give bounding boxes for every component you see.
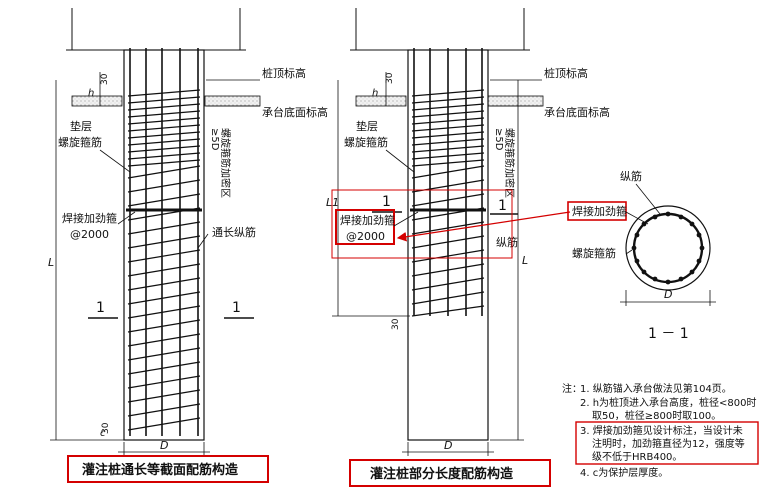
pile-body: [123, 49, 205, 441]
caption-box-left: [67, 455, 269, 483]
dim-h-mid: h: [372, 88, 378, 99]
section-mark-left: 1: [96, 300, 105, 316]
spiral-label-mid: 螺旋箍筋: [344, 135, 388, 149]
section-mark-mid-left: 1: [382, 194, 391, 210]
section-mark-mid-right: 1: [498, 198, 507, 214]
cushion-label-left: 垫层: [70, 119, 92, 133]
note-4: 4. c为保护层厚度。: [580, 466, 668, 479]
section-title: 1 － 1: [648, 326, 689, 342]
caption-mid: 灌注桩部分长度配筋构造: [370, 466, 514, 482]
note-2a: 2. h为桩顶进入承台高度，桩径<800时: [580, 396, 757, 409]
ring-label-mid: 焊接加劲箍: [340, 213, 395, 227]
cushion-layer-right: [204, 95, 261, 107]
dim-D-mid: D: [444, 439, 452, 452]
section-mark-left-2: 1: [232, 300, 241, 316]
section-ring-label: 焊接加劲箍: [572, 204, 627, 218]
long-bar-label-left: 通长纵筋: [212, 225, 256, 239]
cushion-layer-mid-left: [355, 95, 407, 107]
spiral-dense-label-mid: 螺旋箍筋加密区: [503, 128, 516, 198]
section-ring-box: [567, 201, 627, 221]
cap-bottom-elev-mid: 承台底面标高: [544, 105, 610, 119]
left-drawing: L h 30 桩顶标高 承台底面标高 垫层 螺旋箍筋 螺旋箍筋加密区 ≥5D 焊…: [48, 8, 328, 456]
caption-box-mid: [349, 459, 551, 487]
spiral-label-left: 螺旋箍筋: [58, 135, 102, 149]
dim-bottom30-mid: 30: [391, 318, 401, 330]
dense-min-left: ≥5D: [209, 128, 220, 151]
dim-h-left: h: [88, 88, 94, 99]
spiral-normal-mid: [411, 165, 485, 317]
note-2b: 取50，桩径≥800时取100。: [592, 409, 721, 422]
dense-min-mid: ≥5D: [493, 128, 504, 151]
cushion-layer-mid-right: [487, 95, 544, 107]
long-bar-label-mid: 纵筋: [496, 235, 518, 249]
section-bars: [631, 211, 705, 285]
section-spiral-label: 螺旋箍筋: [572, 246, 616, 260]
cap-bottom-elev-left: 承台底面标高: [262, 105, 328, 119]
ring-highlight-zone: [331, 189, 513, 259]
spiral-dense-mid: [411, 89, 485, 167]
middle-drawing: L1 L h 30 桩顶标高 承台底面标高 垫层 螺旋箍筋 螺旋箍筋加密区 ≥5…: [326, 8, 610, 456]
note-3b: 注明时，加劲箍直径为12，强度等: [592, 437, 745, 450]
spiral-dense-label-left: 螺旋箍筋加密区: [219, 128, 232, 198]
dim-L1-mid: L1: [326, 196, 339, 209]
caption-left: 灌注桩通长等截面配筋构造: [82, 462, 239, 478]
dim-D-left: D: [160, 439, 168, 452]
dim-30-left: 30: [100, 73, 110, 85]
cushion-label-mid: 垫层: [356, 119, 378, 133]
pile-top-elev-left: 桩顶标高: [262, 66, 306, 80]
callout-arrow: [396, 211, 571, 242]
ring-callout-box: [335, 209, 395, 245]
dim-c30-left: 30: [101, 422, 111, 434]
note-1: 1. 纵筋锚入承台做法见第104页。: [580, 382, 732, 395]
note-3c: 级不低于HRB400。: [592, 450, 682, 463]
spiral-dense: [127, 89, 201, 167]
cushion-layer-left: [71, 95, 123, 107]
ring-spacing-mid: @2000: [346, 230, 385, 243]
pile-top-elev-mid: 桩顶标高: [544, 66, 588, 80]
dim-30-mid: 30: [385, 72, 395, 84]
section-1-1: 纵筋 焊接加劲箍 螺旋箍筋 D 1 － 1: [567, 169, 716, 342]
ring-label-left: 焊接加劲箍: [62, 211, 117, 225]
spiral-normal: [127, 165, 201, 431]
note-prefix: 注：: [562, 382, 582, 395]
notes: 注： 1. 纵筋锚入承台做法见第104页。 2. h为桩顶进入承台高度，桩径<8…: [562, 382, 759, 479]
note-3-highlight: [575, 421, 759, 465]
ring-spacing-left: @2000: [70, 228, 109, 241]
dim-L-left: L: [48, 256, 54, 269]
note-3a: 3. 焊接加劲箍见设计标注，当设计未: [580, 424, 743, 437]
dim-c-left: c: [100, 428, 106, 439]
section-long-bar-label: 纵筋: [620, 169, 642, 183]
dim-L-mid: L: [522, 254, 528, 267]
section-dim-D: D: [664, 288, 672, 301]
